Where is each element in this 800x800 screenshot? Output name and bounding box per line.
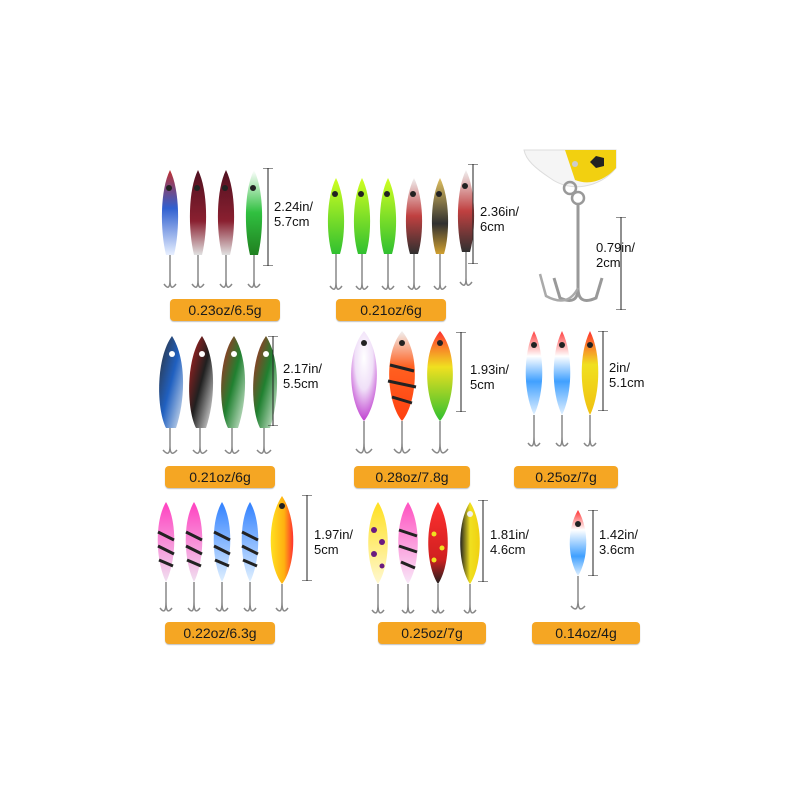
length-label: 1.81in/4.6cm xyxy=(490,527,530,557)
weight-badge: 0.25oz/7g xyxy=(378,622,486,644)
lure-set-3-icon xyxy=(159,336,278,454)
weight-badge: 0.21oz/6g xyxy=(165,466,275,488)
weight-badge: 0.14oz/4g xyxy=(532,622,640,644)
length-label: 2.24in/5.7cm xyxy=(274,199,314,229)
size-bracket-icon xyxy=(478,500,488,582)
length-label: 0.79in/2cm xyxy=(596,240,636,270)
lure-set-6-icon xyxy=(157,496,294,612)
size-bracket-icon xyxy=(302,495,312,581)
lure-set-5-icon xyxy=(525,331,599,447)
lure-set-7-icon xyxy=(368,502,480,614)
lure-set-4-icon xyxy=(351,331,453,454)
size-bracket-icon xyxy=(268,336,278,426)
weight-badge: 0.25oz/7g xyxy=(514,466,618,488)
weight-badge: 0.23oz/6.5g xyxy=(170,299,280,321)
lure-set-2-icon xyxy=(327,170,475,290)
size-bracket-icon xyxy=(456,332,466,412)
length-label: 1.42in/3.6cm xyxy=(599,527,639,557)
size-bracket-icon xyxy=(616,217,626,310)
weight-badge: 0.21oz/6g xyxy=(336,299,446,321)
weight-badge: 0.22oz/6.3g xyxy=(165,622,275,644)
length-label: 2in/5.1cm xyxy=(609,360,645,390)
lure-set-1-icon xyxy=(161,170,263,288)
length-label: 2.17in/5.5cm xyxy=(283,361,323,391)
length-label: 1.93in/5cm xyxy=(470,362,510,392)
size-bracket-icon xyxy=(588,510,598,576)
size-bracket-icon xyxy=(468,164,478,264)
size-bracket-icon xyxy=(263,168,273,266)
length-label: 1.97in/5cm xyxy=(314,527,354,557)
size-bracket-icon xyxy=(598,331,608,411)
length-label: 2.36in/6cm xyxy=(480,204,520,234)
treble-hook-icon xyxy=(523,149,617,302)
weight-badge: 0.28oz/7.8g xyxy=(354,466,470,488)
lure-set-8-icon xyxy=(569,510,587,610)
